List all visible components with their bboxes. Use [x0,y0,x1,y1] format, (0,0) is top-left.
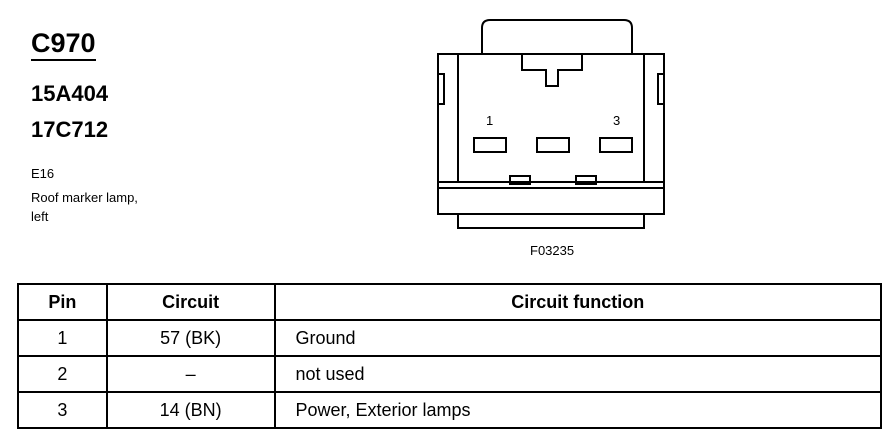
part-number: 15A404 [31,81,109,106]
lock-tab [575,175,597,185]
terminal-1 [473,137,507,153]
table-row: 1 57 (BK) Ground [17,319,882,357]
header-circuit: Circuit [105,283,276,321]
figure-id: F03235 [530,243,575,258]
cell-circuit: – [105,355,276,393]
cell-pin: 2 [17,355,108,393]
connector-housing [437,53,665,215]
cell-circuit: 57 (BK) [105,319,276,357]
header-pin: Pin [17,283,108,321]
connector-id: C970 [31,28,96,61]
location-code: E16 [31,166,55,181]
terminal-3 [599,137,633,153]
connector-key [521,54,583,87]
connector-face-diagram: 1 3 [437,19,665,229]
pin-label: 1 [486,113,493,128]
connector-cavity [457,54,645,182]
connector-description-cont: left [31,209,49,224]
cell-pin: 1 [17,319,108,357]
lock-tab [509,175,531,185]
cell-function: not used [273,355,882,393]
cell-circuit: 14 (BN) [105,391,276,429]
part-number: 17C712 [31,117,109,142]
cell-function: Ground [273,319,882,357]
table-row: 3 14 (BN) Power, Exterior lamps [17,391,882,429]
pin-table: Pin Circuit Circuit function 1 57 (BK) G… [17,283,882,429]
header-function: Circuit function [273,283,882,321]
table-row: 2 – not used [17,355,882,393]
terminal-2 [536,137,570,153]
pin-label: 3 [613,113,620,128]
table-header-row: Pin Circuit Circuit function [17,283,882,321]
cell-pin: 3 [17,391,108,429]
cell-function: Power, Exterior lamps [273,391,882,429]
connector-description: Roof marker lamp, [31,190,138,205]
connector-latch [481,19,633,54]
